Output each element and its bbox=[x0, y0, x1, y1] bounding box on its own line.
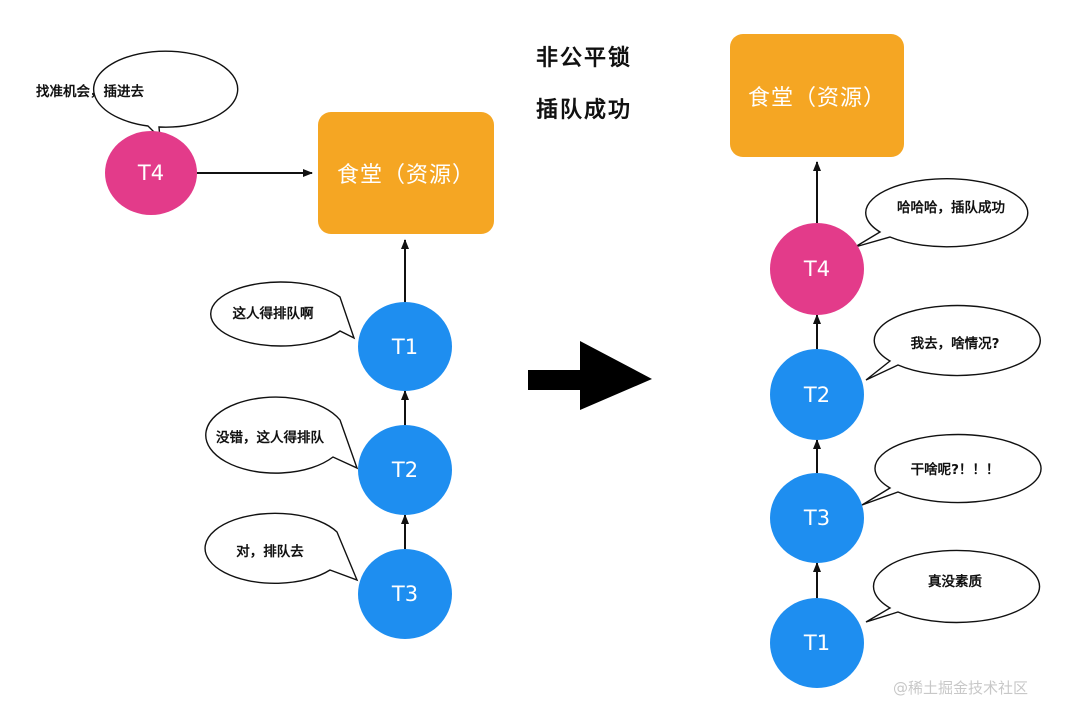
diagram-title-line2: 插队成功 bbox=[536, 98, 633, 123]
speech-bubble-left-t3 bbox=[204, 512, 359, 585]
thread-t1-left: T1 bbox=[358, 302, 452, 391]
diagram-title-line1: 非公平锁 bbox=[536, 46, 633, 71]
resource-box-right: 食堂（资源） bbox=[730, 34, 904, 157]
bubble-text-left-t3: 对，排队去 bbox=[236, 544, 304, 560]
bubble-text-left-t2: 没错，这人得排队 bbox=[216, 430, 324, 446]
thread-t3-left: T3 bbox=[358, 549, 452, 639]
speech-bubble-right-t4 bbox=[854, 178, 1029, 248]
watermark: @稀土掘金技术社区 bbox=[893, 679, 1029, 697]
thread-t3-right: T3 bbox=[770, 473, 864, 563]
resource-box-left: 食堂（资源） bbox=[318, 112, 494, 234]
thread-t4-left: T4 bbox=[105, 131, 197, 215]
speech-bubble-left-t1 bbox=[209, 281, 356, 347]
thread-t1-right: T1 bbox=[770, 598, 864, 688]
speech-bubble-left-t2 bbox=[205, 396, 359, 474]
bubble-text-right-t1: 真没素质 bbox=[928, 574, 982, 590]
thread-t2-left: T2 bbox=[358, 425, 452, 515]
bubble-text-right-t4: 哈哈哈，插队成功 bbox=[897, 200, 1005, 216]
bubble-text-left-t1: 这人得排队啊 bbox=[232, 306, 314, 322]
bubble-text-left-t4: 找准机会，插进去 bbox=[36, 84, 144, 100]
bubble-text-right-t3: 干啥呢?！！！ bbox=[910, 462, 1000, 478]
thread-t4-right: T4 bbox=[770, 223, 864, 315]
speech-bubble-left-t4 bbox=[93, 50, 239, 140]
transition-arrow bbox=[528, 341, 652, 410]
speech-bubble-right-t2 bbox=[865, 304, 1041, 381]
speech-bubble-right-t1 bbox=[865, 549, 1041, 624]
speech-bubble-right-t3 bbox=[861, 433, 1042, 506]
bubble-text-right-t2: 我去，啥情况? bbox=[910, 336, 1000, 352]
thread-t2-right: T2 bbox=[770, 349, 864, 440]
